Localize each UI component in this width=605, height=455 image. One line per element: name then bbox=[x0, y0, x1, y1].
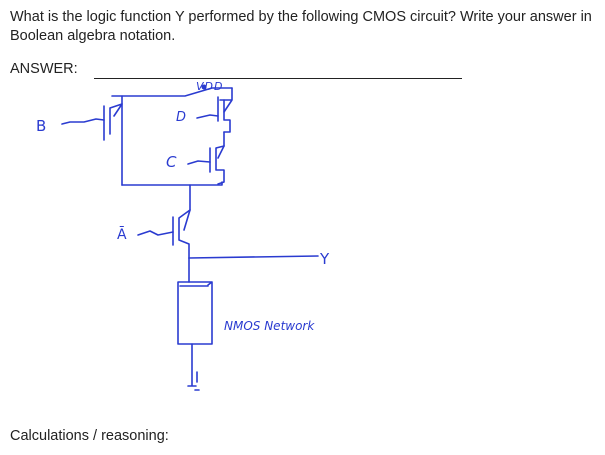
vdd-node bbox=[201, 84, 207, 90]
transistor-b bbox=[103, 103, 123, 141]
answer-input-line[interactable] bbox=[94, 78, 462, 79]
output-y-label: Y bbox=[319, 250, 330, 268]
transistor-d bbox=[217, 96, 231, 133]
nmos-network-box bbox=[177, 281, 213, 345]
ground-wire bbox=[187, 343, 200, 391]
answer-label: ANSWER: bbox=[10, 61, 78, 77]
transistor-a-bar bbox=[172, 209, 191, 259]
transistor-c bbox=[209, 145, 225, 185]
input-b-label: B bbox=[36, 117, 46, 135]
parallel-bottom-wire bbox=[121, 181, 223, 186]
output-wire bbox=[188, 255, 319, 259]
calculations-label: Calculations / reasoning: bbox=[10, 428, 169, 444]
input-c-label: C bbox=[166, 153, 177, 171]
nmos-network-label: NMOS Network bbox=[224, 319, 315, 333]
input-d-label: D bbox=[176, 110, 186, 125]
input-a-bar-label: Ā bbox=[117, 226, 127, 243]
vdd-rail bbox=[111, 87, 233, 97]
vdd-label: VDD bbox=[196, 80, 223, 93]
question-text: What is the logic function Y performed b… bbox=[10, 9, 592, 44]
